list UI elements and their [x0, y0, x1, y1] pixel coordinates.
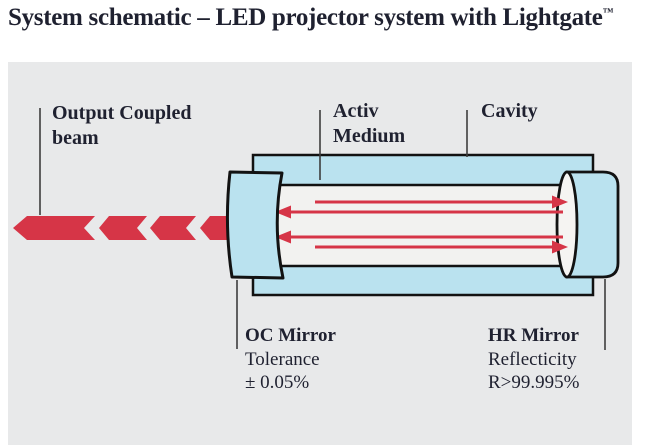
label-output-beam-line1: Output Coupled	[52, 102, 192, 124]
hr-mirror-body	[565, 170, 620, 279]
cavity-ray-right-1-arrowhead-icon	[552, 195, 568, 209]
trademark-symbol: ™	[602, 6, 614, 19]
cavity-ray-left-1-arrowhead-icon	[275, 205, 291, 219]
callout-hr-mirror: HR Mirror Reflecticity R>99.995%	[488, 324, 579, 395]
output-beam-segment-tip	[13, 216, 95, 240]
intracavity-beam-arrows	[275, 195, 568, 254]
hr-mirror-name: HR Mirror	[488, 325, 579, 346]
oc-mirror-value: ± 0.05%	[245, 372, 310, 393]
page-title: System schematic – LED projector system …	[8, 4, 644, 32]
label-active-medium-line2: Medium	[333, 125, 406, 147]
output-beam-arrow	[13, 216, 229, 240]
hr-mirror-face	[555, 170, 579, 279]
page-title-text: System schematic – LED projector system …	[8, 4, 603, 31]
hr-mirror-property: Reflecticity	[488, 348, 577, 370]
oc-mirror-property: Tolerance	[245, 348, 320, 370]
label-output-beam: Output Coupled beam	[52, 101, 192, 151]
callout-oc-mirror: OC Mirror Tolerance ± 0.05%	[245, 324, 336, 395]
active-medium-block	[270, 183, 572, 268]
cavity-ray-left-2-arrowhead-icon	[275, 230, 291, 244]
hr-mirror-value: R>99.995%	[488, 372, 580, 393]
oc-mirror-name: OC Mirror	[245, 325, 336, 346]
output-beam-segment	[200, 216, 229, 240]
cavity-ray-right-2-arrowhead-icon	[552, 240, 568, 254]
label-active-medium-line1: Activ	[333, 100, 379, 122]
label-active-medium: Activ Medium	[333, 99, 405, 149]
label-output-beam-line2: beam	[52, 127, 99, 149]
output-beam-segment	[150, 216, 196, 240]
label-cavity: Cavity	[481, 100, 538, 122]
output-beam-segment	[99, 216, 147, 240]
oc-mirror-shape	[225, 170, 285, 280]
